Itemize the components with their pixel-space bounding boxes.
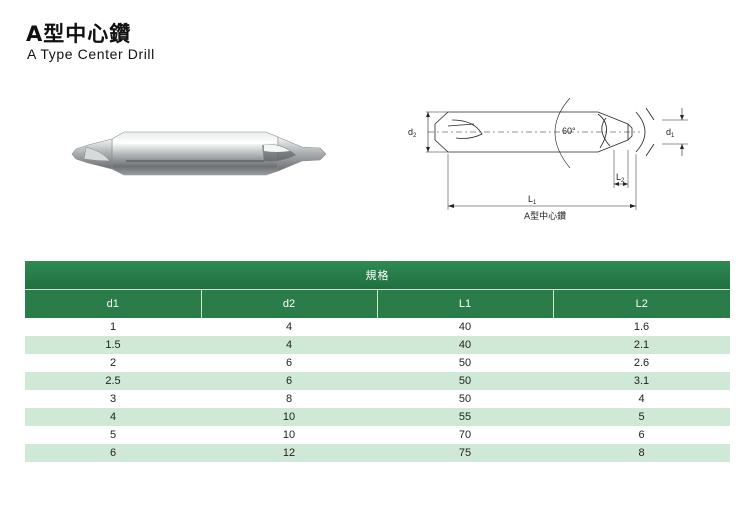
cell-l1: 55 [377,408,553,426]
cell-l1: 50 [377,372,553,390]
table-row: 6 12 75 8 [25,444,730,462]
column-header-l1: L1 [376,289,553,318]
cell-l2: 3.1 [553,372,730,390]
cell-d1: 2.5 [25,372,201,390]
cell-l2: 4 [553,390,730,408]
angle-label: 60° [562,126,576,136]
cell-l2: 8 [553,444,730,462]
l1-label: L1 [528,194,537,206]
cell-l2: 1.6 [553,318,730,336]
cell-d2: 10 [201,426,377,444]
cell-l2: 5 [553,408,730,426]
diagram-caption: A型中心鑽 [524,210,566,222]
center-drill-diagram: d2 d1 60° L2 L1 A型中心鑽 [408,97,688,222]
cell-l2: 2.1 [553,336,730,354]
cell-l1: 50 [377,390,553,408]
table-row: 2.5 6 50 3.1 [25,372,730,390]
cell-d1: 1.5 [25,336,201,354]
cell-d2: 6 [201,354,377,372]
cell-l1: 75 [377,444,553,462]
l2-label: L2 [616,172,625,184]
cell-l1: 40 [377,318,553,336]
cell-d2: 4 [201,336,377,354]
column-header-d1: d1 [25,289,201,318]
cell-d2: 10 [201,408,377,426]
column-header-l2: L2 [552,289,730,318]
table-row: 4 10 55 5 [25,408,730,426]
cell-d1: 3 [25,390,201,408]
cell-l1: 40 [377,336,553,354]
cell-l2: 6 [553,426,730,444]
table-row: 5 10 70 6 [25,426,730,444]
page-subtitle: A Type Center Drill [27,46,155,62]
column-header-d2: d2 [200,289,377,318]
cell-l2: 2.6 [553,354,730,372]
table-row: 2 6 50 2.6 [25,354,730,372]
cell-d1: 1 [25,318,201,336]
d2-label: d2 [408,127,417,139]
table-row: 1.5 4 40 2.1 [25,336,730,354]
cell-l1: 50 [377,354,553,372]
cell-d2: 8 [201,390,377,408]
spec-table: 規格 d1 d2 L1 L2 1 4 40 1.6 1.5 4 40 2.1 2… [25,261,730,462]
page-title: A型中心鑽 [26,22,132,46]
cell-d2: 6 [201,372,377,390]
cell-d1: 5 [25,426,201,444]
table-row: 1 4 40 1.6 [25,318,730,336]
cell-d1: 4 [25,408,201,426]
cell-d2: 12 [201,444,377,462]
spec-group-header: 規格 [25,261,730,290]
cell-d1: 2 [25,354,201,372]
center-drill-photo [71,131,327,176]
cell-l1: 70 [377,426,553,444]
d1-label: d1 [666,127,675,139]
cell-d2: 4 [201,318,377,336]
cell-d1: 6 [25,444,201,462]
table-row: 3 8 50 4 [25,390,730,408]
